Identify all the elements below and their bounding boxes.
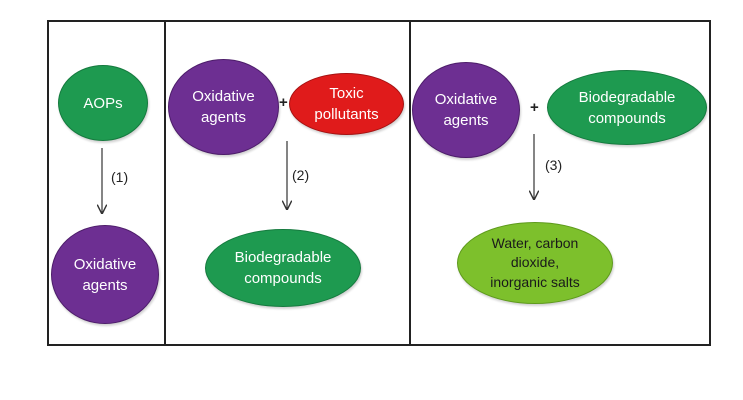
biodegradable-compounds-node-2: Biodegradable compounds bbox=[205, 229, 361, 307]
step-3-label: (3) bbox=[545, 157, 563, 173]
plus-sign-2: + bbox=[279, 94, 288, 111]
toxic-pollutants-node: Toxic pollutants bbox=[289, 73, 404, 135]
oxidative-agents-node-1: Oxidative agents bbox=[51, 225, 159, 324]
plus-sign-3: + bbox=[530, 99, 539, 116]
step-1-label: (1) bbox=[111, 169, 129, 185]
oxidative-agents-node-2: Oxidative agents bbox=[168, 59, 279, 155]
panel-divider-1 bbox=[164, 22, 166, 344]
diagram-frame bbox=[47, 20, 711, 346]
panel-divider-2 bbox=[409, 22, 411, 344]
biodegradable-compounds-node-3: Biodegradable compounds bbox=[547, 70, 707, 145]
final-products-node: Water, carbon dioxide, inorganic salts bbox=[457, 222, 613, 304]
aops-node: AOPs bbox=[58, 65, 148, 141]
oxidative-agents-node-3: Oxidative agents bbox=[412, 62, 520, 158]
step-2-label: (2) bbox=[292, 167, 310, 183]
